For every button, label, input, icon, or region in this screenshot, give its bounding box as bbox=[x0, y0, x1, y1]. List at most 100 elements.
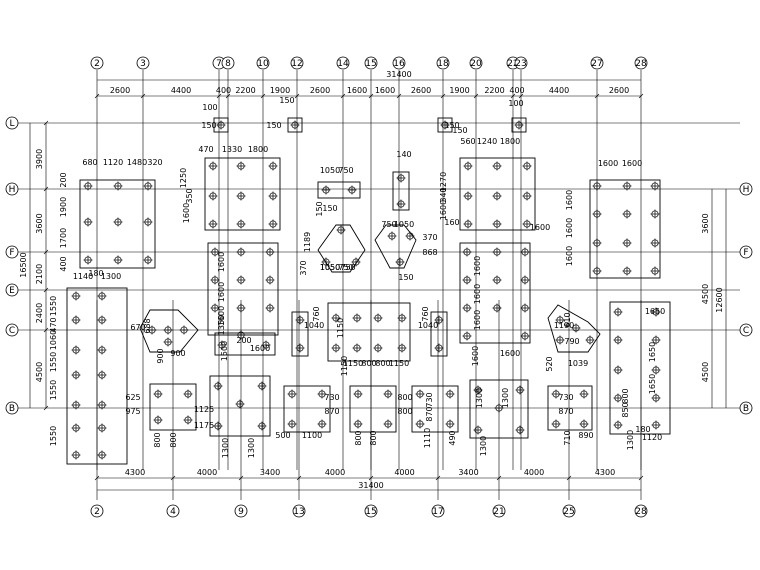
pile-cap bbox=[469, 379, 529, 439]
pile-caps bbox=[66, 117, 671, 465]
cap-dim-note: 1600 bbox=[473, 310, 482, 330]
cap-dim-note: 150 bbox=[452, 126, 467, 135]
pile-cap bbox=[411, 385, 459, 433]
pile-cap bbox=[317, 181, 361, 199]
cap-dim-note: 1600 bbox=[182, 203, 191, 223]
dim-text-top-span: 2200 bbox=[484, 86, 504, 95]
dim-text-right-span: 3600 bbox=[701, 213, 710, 233]
cap-dim-note: 800 bbox=[375, 359, 390, 368]
axis-bubble-bottom bbox=[364, 504, 378, 518]
cap-dim-note: 1270 bbox=[439, 172, 448, 192]
cap-dim-note: 800 bbox=[397, 407, 412, 416]
dim-tick bbox=[140, 93, 146, 99]
cap-dim-note: 150 bbox=[322, 204, 337, 213]
dim-tick bbox=[43, 120, 49, 126]
cap-dim-note: 1650 bbox=[645, 307, 665, 316]
axis-label-left: H bbox=[9, 185, 16, 195]
axis-bubble-left bbox=[5, 182, 19, 196]
cap-dim-note: 150 bbox=[266, 121, 281, 130]
cap-dim-note: 1480 bbox=[127, 158, 147, 167]
axis-bubble-bottom bbox=[234, 504, 248, 518]
pile-cap bbox=[139, 309, 199, 353]
cap-dim-note: 150 bbox=[201, 121, 216, 130]
cap-dim-note: 1600 bbox=[473, 284, 482, 304]
cap-dim-note: 490 bbox=[448, 430, 457, 445]
dim-tick bbox=[94, 93, 100, 99]
axis-label-left: E bbox=[9, 286, 15, 296]
pile-cap bbox=[511, 117, 527, 133]
cap-dim-note: 470 bbox=[198, 145, 213, 154]
cap-dim-note: 1189 bbox=[303, 232, 312, 252]
dim-tick bbox=[43, 405, 49, 411]
dim-text-left-span: 2400 bbox=[35, 303, 44, 323]
cap-dim-note: 150 bbox=[279, 96, 294, 105]
pile-cap bbox=[547, 304, 601, 353]
axis-bubble-left bbox=[5, 245, 19, 259]
cap-dim-note: 1300 bbox=[221, 438, 230, 458]
cap-dim-note: 750 bbox=[338, 166, 353, 175]
axis-label-bottom: 2 bbox=[94, 507, 100, 517]
dim-text-bottom-span: 3400 bbox=[458, 468, 478, 477]
cap-dim-note: 750 bbox=[340, 263, 355, 272]
axis-bubble-left bbox=[5, 401, 19, 415]
cap-dim-note: 800 bbox=[621, 388, 630, 403]
cap-dim-note: 710 bbox=[563, 430, 572, 445]
dim-text-top-span: 2600 bbox=[110, 86, 130, 95]
cap-dim-note: 200 bbox=[59, 172, 68, 187]
cap-dim-note: 340 bbox=[439, 187, 448, 202]
dim-text-top-span: 1900 bbox=[449, 86, 469, 95]
cap-dim-note: 1300 bbox=[101, 272, 121, 281]
cap-dim-note: 1600 bbox=[217, 306, 226, 326]
axis-bubble-left bbox=[5, 323, 19, 337]
axis-label-top: 3 bbox=[140, 59, 146, 69]
cap-dim-note: 760 bbox=[312, 306, 321, 321]
axis-bubble-right bbox=[739, 401, 753, 415]
axis-label-top: 10 bbox=[257, 59, 269, 69]
cap-dim-note: 520 bbox=[545, 356, 554, 371]
axis-bubble-top bbox=[221, 56, 235, 70]
cap-dim-note: 500 bbox=[275, 431, 290, 440]
dim-text-left-span: 3600 bbox=[35, 213, 44, 233]
dim-tick bbox=[638, 475, 644, 481]
cap-dim-note: 800 bbox=[153, 432, 162, 447]
cap-dim-note: 730 bbox=[558, 393, 573, 402]
cap-dim-note: 1240 bbox=[477, 137, 497, 146]
dim-text-top-span: 2200 bbox=[235, 86, 255, 95]
axis-bubble-bottom bbox=[562, 504, 576, 518]
dim-text-bottom-span: 4300 bbox=[125, 468, 145, 477]
cap-dim-note: 1600 bbox=[500, 349, 520, 358]
dim-tick bbox=[435, 475, 441, 481]
axis-label-right: C bbox=[743, 326, 749, 336]
dim-text-bottom-span: 4300 bbox=[595, 468, 615, 477]
dim-text-top-total: 31400 bbox=[386, 70, 411, 79]
axis-bubble-top bbox=[290, 56, 304, 70]
pile-cap bbox=[327, 302, 411, 362]
cap-dim-note: 850 bbox=[621, 402, 630, 417]
cap-dim-note: 730 bbox=[425, 392, 434, 407]
cap-dim-note: 1800 bbox=[248, 145, 268, 154]
cap-dim-note: 1175 bbox=[194, 421, 214, 430]
cap-dim-note: 100 bbox=[508, 99, 523, 108]
axis-bubble-top bbox=[634, 56, 648, 70]
cap-dim-note: 150 bbox=[398, 273, 413, 282]
cap-dim-note: 1900 bbox=[59, 197, 68, 217]
axis-bubble-top bbox=[364, 56, 378, 70]
cap-dim-note: 800 bbox=[397, 393, 412, 402]
dim-text-bottom-span: 4000 bbox=[197, 468, 217, 477]
cap-dim-note: 1060 bbox=[49, 330, 58, 350]
cap-dim-note: 1050 bbox=[320, 166, 340, 175]
cap-dim-note: 1125 bbox=[194, 405, 214, 414]
dim-text-bottom-span: 4000 bbox=[394, 468, 414, 477]
dim-text-top-span: 2600 bbox=[411, 86, 431, 95]
cap-dim-note: 1050 bbox=[320, 263, 340, 272]
cap-dim-note: 800 bbox=[369, 430, 378, 445]
dim-tick bbox=[368, 93, 374, 99]
cap-dim-note: 900 bbox=[170, 349, 185, 358]
cap-dim-note: 1600 bbox=[250, 344, 270, 353]
cap-dim-note: 1600 bbox=[598, 159, 618, 168]
axis-bubble-left bbox=[5, 283, 19, 297]
cap-dim-note: 1190 bbox=[554, 321, 574, 330]
axis-label-top: 20 bbox=[470, 59, 482, 69]
